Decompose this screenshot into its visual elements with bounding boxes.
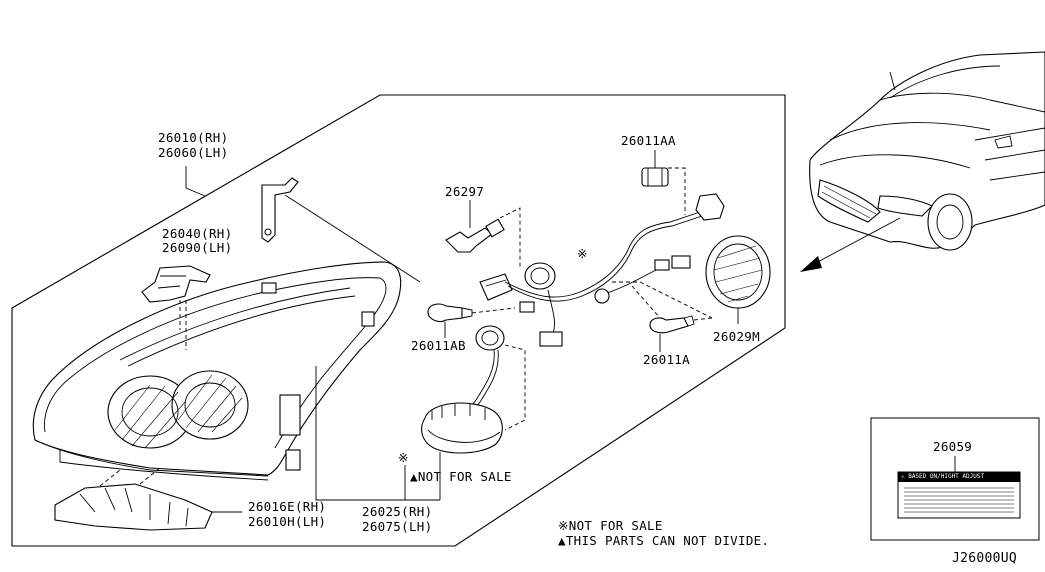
- exploded-view-panel: [11, 94, 786, 547]
- label-bracket-lh: 26090(LH): [162, 240, 233, 255]
- label-ballast-lh: 26075(LH): [362, 519, 433, 534]
- diagram-code: J26000UQ: [952, 551, 1018, 566]
- label-bulb-26011ab: 26011AB: [411, 338, 466, 353]
- legend-not-for-sale: ※NOT FOR SALE: [558, 518, 663, 533]
- sticker-title: ⚠ BASED ON/HIGHT ADJUST: [901, 473, 985, 480]
- wiring-harness: [479, 193, 725, 347]
- label-bulb-26297: 26297: [445, 184, 485, 199]
- bulb-26011ab: [427, 303, 516, 338]
- label-bulb-26011aa: 26011AA: [621, 133, 676, 148]
- harness-not-for-sale-mark: ※: [577, 246, 588, 261]
- upper-mount-bracket: [261, 177, 421, 283]
- hid-ballast: [315, 325, 526, 501]
- bulb-cap-26029m: [705, 235, 771, 324]
- label-headlamp-rh: 26010(RH): [158, 130, 229, 145]
- legend-can-not-divide: ▲THIS PARTS CAN NOT DIVIDE.: [558, 533, 770, 548]
- label-lower-bracket-rh: 26016E(RH): [248, 499, 327, 514]
- side-bracket: [141, 265, 211, 350]
- label-lower-bracket-lh: 26010H(LH): [248, 514, 327, 529]
- headlamp-housing: [32, 261, 402, 481]
- vehicle-location-view: [800, 51, 1045, 272]
- label-bulb-26011a: 26011A: [643, 352, 690, 367]
- label-bracket-rh: 26040(RH): [162, 226, 233, 241]
- bulb-26297: [445, 200, 521, 268]
- caution-sticker: [897, 471, 1021, 519]
- leader-headlamp-assy: [185, 166, 206, 197]
- ballast-not-for-sale-note: ▲NOT FOR SALE: [410, 469, 512, 484]
- label-cap-26029m: 26029M: [713, 329, 760, 344]
- label-part-26059: 26059: [933, 439, 973, 454]
- label-ballast-rh: 26025(RH): [362, 504, 433, 519]
- bulb-26011aa: [641, 150, 686, 215]
- lower-bracket: [54, 467, 242, 531]
- ballast-not-for-sale-mark: ※: [398, 450, 409, 465]
- label-headlamp-lh: 26060(LH): [158, 145, 229, 160]
- bulb-26011a: [631, 285, 713, 352]
